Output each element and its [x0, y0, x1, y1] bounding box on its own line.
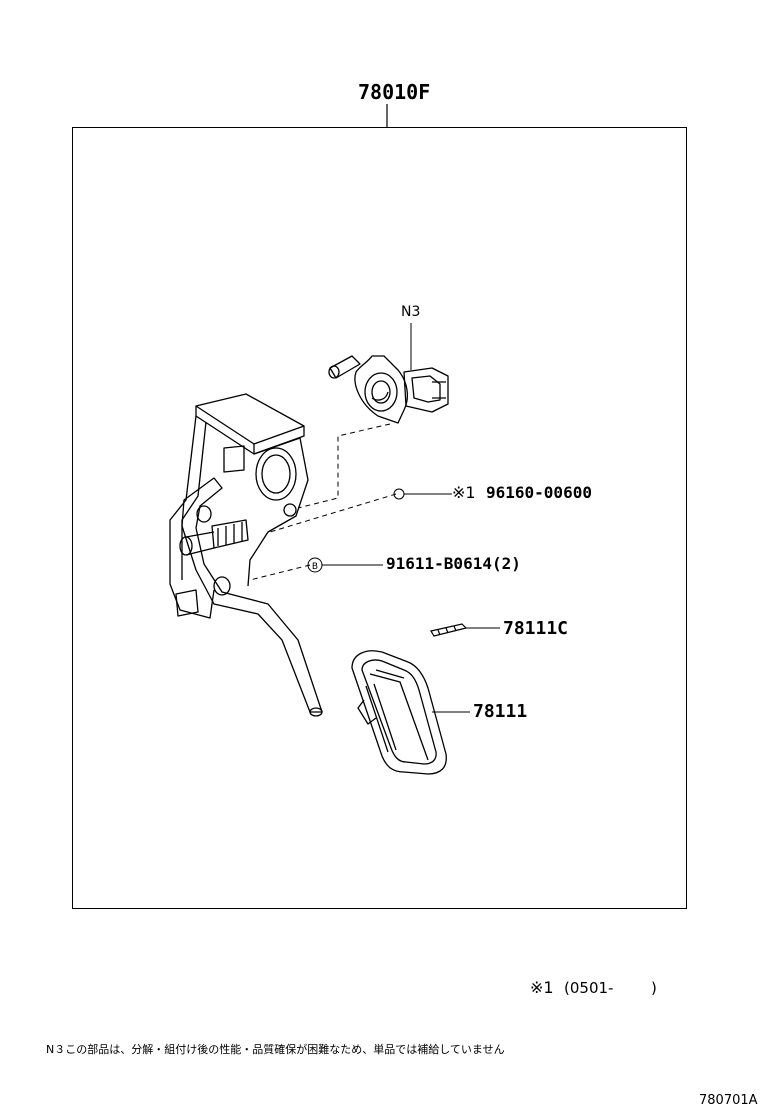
pedal-pad-drawing: [351, 650, 447, 775]
assembly-frame: [72, 127, 687, 909]
footnote-range-close: ): [651, 979, 657, 997]
assembly-dashed-lines: [249, 423, 397, 581]
callout-sensor-bolt-part: 96160-00600: [486, 483, 592, 502]
pedal-arm-drawing: [169, 393, 323, 717]
callout-n3: N3: [401, 304, 421, 320]
throttle-sensor-drawing: [328, 323, 449, 424]
fastener-symbol-1: [393, 488, 405, 500]
footnote-note: N３この部品は、分解・組付け後の性能・品質確保が困難なため、単品では補給していま…: [46, 1043, 505, 1056]
callout-clip-part: 78111C: [503, 618, 569, 639]
footnote-range: (0501-: [564, 979, 614, 997]
callout-pad-part: 78111: [473, 701, 528, 722]
callout-bolt-part: 91611-B0614(2): [386, 554, 521, 573]
figure-code: 780701A: [699, 1093, 758, 1108]
footnote-marker: ※1: [530, 978, 554, 997]
bolt-symbol: B: [307, 557, 323, 573]
bolt-symbol-letter: B: [312, 562, 318, 572]
assembly-part-number: 78010F: [358, 80, 431, 104]
callout-leaders: [322, 493, 500, 713]
callout-sensor-bolt-marker: ※1: [452, 483, 476, 502]
